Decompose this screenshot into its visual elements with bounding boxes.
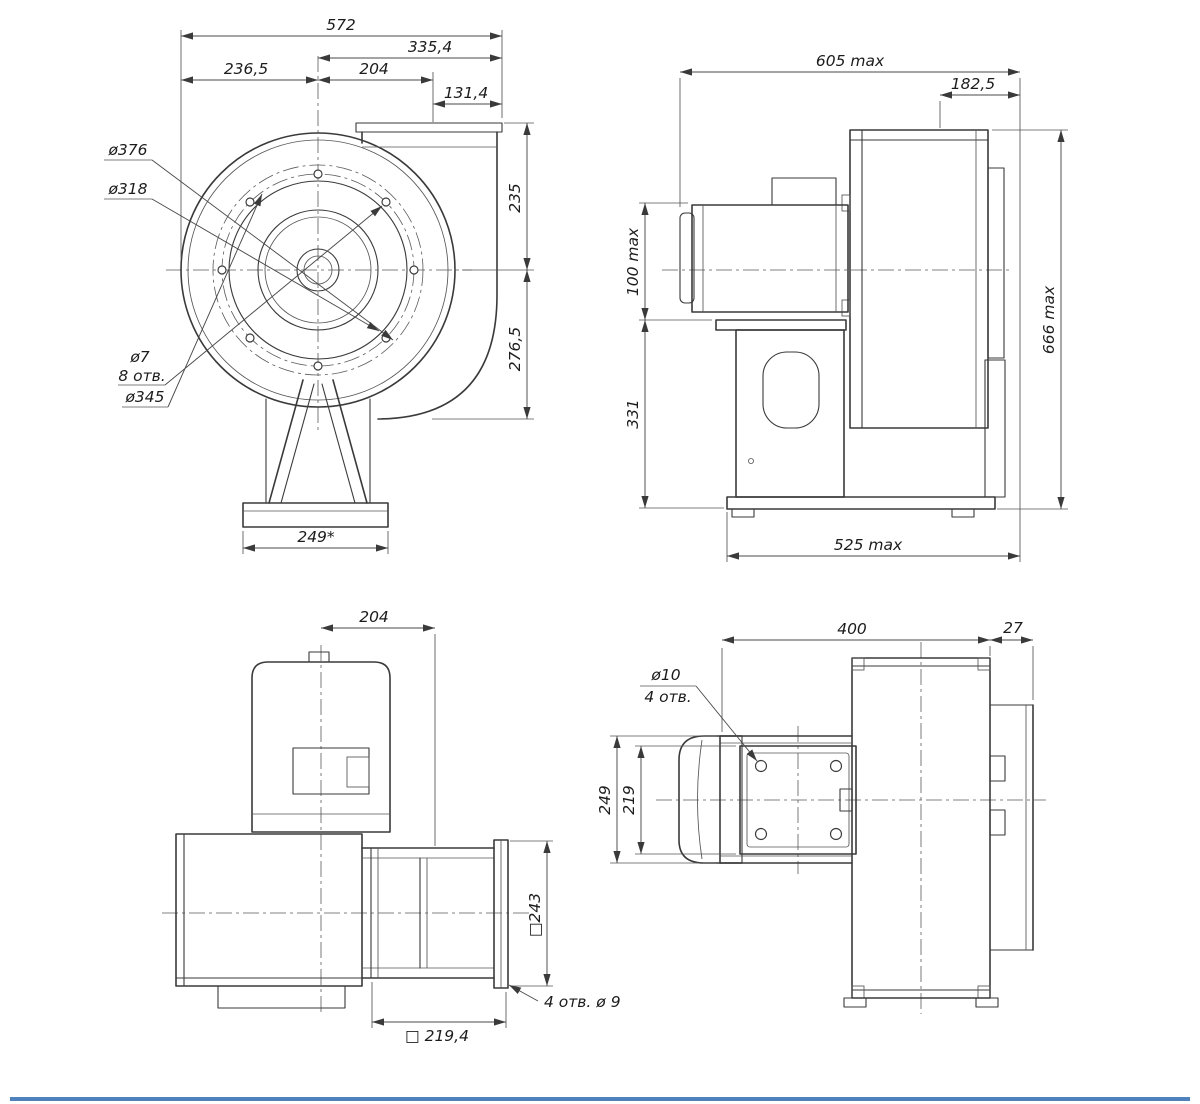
front-centerlines (166, 56, 472, 433)
front-dimension-lines (181, 32, 531, 552)
plan-dimension-lines (321, 624, 551, 1026)
rear-dimension-lines (613, 636, 1033, 863)
dim-label-400: 400 (837, 620, 867, 638)
dim-label-572: 572 (326, 16, 356, 34)
dim-label-dia345: ø345 (124, 388, 164, 406)
base-side (726, 496, 996, 518)
dim-label-4-holes-9: 4 отв. ø 9 (544, 993, 621, 1011)
rear-centerlines (656, 642, 1046, 1014)
dim-label-dia376: ø376 (107, 141, 147, 159)
dim-label-dia10: ø10 (650, 666, 680, 684)
dim-label-4-holes: 4 отв. (644, 688, 691, 706)
outlet-duct-plan (361, 839, 509, 989)
front-view: 572 335,4 236,5 204 131,4 ø376 ø318 235 … (104, 16, 534, 554)
dim-label-236-5: 236,5 (224, 60, 268, 78)
dim-label-525max: 525 max (834, 536, 903, 554)
dim-label-276-5: 276,5 (506, 327, 524, 371)
rear-extension-lines (610, 646, 1034, 864)
plan-view: 204 □243 □ 219,4 4 отв. ø 9 (162, 608, 621, 1045)
dim-label-219-rear: 219 (620, 785, 638, 815)
front-extension-lines (180, 30, 534, 554)
dim-label-27: 27 (1003, 619, 1023, 637)
plan-centerlines (162, 645, 532, 1014)
side-dimension-lines (641, 68, 1065, 560)
dim-label-100max: 100 max (624, 227, 642, 296)
dim-label-219-4: □ 219,4 (405, 1027, 469, 1045)
dim-label-8-holes: 8 отв. (118, 367, 165, 385)
housing-plan (175, 833, 363, 987)
dim-label-249: 249* (297, 528, 335, 546)
dim-label-131-4: 131,4 (444, 84, 488, 102)
dim-label-335-4: 335,4 (408, 38, 452, 56)
motor-side (679, 177, 849, 313)
support-stand-front (242, 379, 389, 528)
motor-plan (251, 651, 391, 833)
dim-label-243: □243 (526, 893, 544, 937)
dim-label-235: 235 (506, 183, 524, 213)
motor-rear-plan (678, 735, 743, 864)
dim-label-666max: 666 max (1040, 285, 1058, 354)
dim-label-204-plan: 204 (359, 608, 389, 626)
dim-label-dia7: ø7 (129, 348, 149, 366)
front-leader-lines (104, 159, 394, 408)
dim-label-605max: 605 max (816, 52, 885, 70)
dim-label-dia318: ø318 (107, 180, 147, 198)
dim-label-182-5: 182,5 (951, 75, 995, 93)
dim-label-204: 204 (359, 60, 389, 78)
fan-housing-side (841, 129, 1006, 498)
side-view: 605 max 182,5 100 max 331 666 max 525 ma… (624, 52, 1068, 562)
dim-label-331: 331 (624, 399, 642, 429)
flange-plate (739, 745, 857, 855)
fan-casing-front (180, 122, 503, 420)
bottom-rule (10, 1097, 1190, 1101)
base-plan (217, 985, 346, 1009)
dim-label-249-rear: 249 (596, 785, 614, 815)
housing-rear-plan (843, 657, 1034, 1008)
rear-plan-view: 400 27 ø10 4 отв. 249 219 (596, 619, 1046, 1014)
